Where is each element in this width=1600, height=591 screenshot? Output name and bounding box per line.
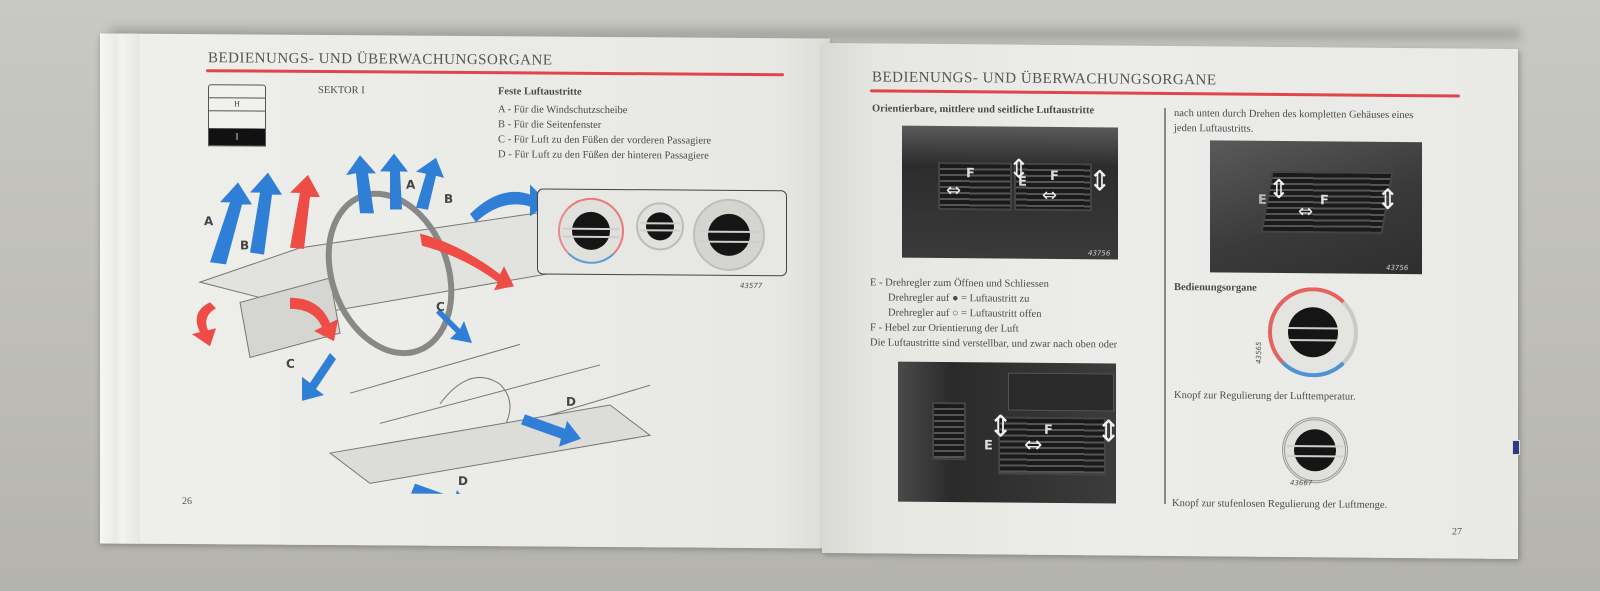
temperature-caption: Knopf zur Regulierung der Lufttemperatur…	[1174, 390, 1356, 403]
glovebox	[239, 277, 341, 359]
dashboard-airflow-illustration	[192, 153, 652, 496]
arrow-b-red	[192, 302, 216, 347]
airflow-arrows	[192, 153, 581, 496]
page-number-right: 27	[1452, 526, 1462, 538]
figure-code: 43667	[1290, 479, 1313, 488]
side-and-center-vents-photo: E F ⇔ ⇕ ⇕	[898, 361, 1116, 504]
double-arrow-icon: ⇔	[1298, 201, 1314, 223]
rotate-arrow-icon: ⇕	[1376, 182, 1400, 217]
vent-legend-item-b: B - Für die Seitenfenster	[498, 119, 602, 131]
temperature-knob-diagram	[1268, 286, 1358, 378]
sector-icon: H I	[208, 84, 266, 147]
seat-outline	[439, 376, 511, 435]
double-arrow-icon: ⇔	[1042, 184, 1058, 207]
arrow-a-blue	[346, 155, 376, 214]
label-d: D	[566, 394, 576, 409]
center-tunnel	[328, 404, 652, 484]
label-a: A	[204, 214, 214, 229]
airflow-knob	[636, 202, 684, 251]
continuation-text: nach unten durch Drehen des kompletten G…	[1174, 106, 1474, 139]
arrow-b-blue	[470, 184, 548, 223]
label-b: B	[444, 191, 454, 206]
rotate-arrow-icon: ⇕	[1268, 174, 1290, 206]
header-rule	[206, 69, 784, 77]
vent-description: E - Drehregler zum Öffnen und Schliessen…	[870, 275, 1117, 352]
rotate-arrow-icon: ⇕	[988, 409, 1014, 445]
label-f: F	[966, 166, 975, 182]
sector-row-selected: I	[209, 128, 265, 146]
arrow-a-blue	[416, 157, 444, 210]
double-arrow-icon: ⇔	[946, 180, 962, 202]
center-vents-photo: F E F ⇔ ⇔ ⇕ ⇕ 43756	[902, 125, 1118, 260]
label-a: A	[406, 177, 416, 192]
section-heading-fixed-vents: Feste Luftaustritte	[498, 86, 582, 98]
figure-code: 43565	[1255, 341, 1264, 364]
distribution-knob	[693, 198, 765, 272]
arrow-a-blue	[380, 153, 408, 210]
temperature-knob	[558, 197, 624, 265]
column-divider	[1164, 107, 1166, 504]
airflow-caption: Knopf zur stufenlosen Regulierung der Lu…	[1172, 498, 1388, 511]
arrow-a-red	[290, 174, 320, 249]
airflow-knob-diagram	[1282, 416, 1348, 484]
sector-row-blank	[209, 85, 265, 99]
sector-label: SEKTOR I	[318, 84, 365, 97]
arrow-c-red	[290, 297, 338, 342]
figure-code: 43577	[740, 281, 763, 291]
arrow-b-red	[420, 233, 514, 291]
arrow-a-blue	[250, 172, 282, 255]
rotate-arrow-icon: ⇕	[1008, 154, 1030, 185]
description-line-adjustable: Die Luftaustritte sind verstellbar, und …	[870, 337, 1118, 351]
label-c: C	[286, 356, 295, 371]
label-b: B	[240, 238, 250, 253]
rotate-arrow-icon: ⇕	[1088, 164, 1112, 198]
binding-edge	[100, 33, 140, 544]
side-vent-grille	[932, 401, 966, 461]
arrow-a-blue	[210, 182, 252, 265]
vent-legend-item-a: A - Für die Windschutzscheibe	[498, 104, 628, 117]
label-e: E	[1258, 192, 1267, 208]
page-tab-marker	[1512, 440, 1520, 455]
arrow-d-blue	[521, 414, 581, 447]
page-header-left: BEDIENUNGS- UND ÜBERWACHUNGSORGANE	[208, 50, 553, 69]
sector-row-blank-2	[209, 111, 265, 123]
sector-row-h: H	[209, 98, 265, 112]
control-panel-inset	[537, 188, 787, 277]
car-diagram-display	[1008, 372, 1114, 412]
label-d: D	[458, 473, 468, 489]
figure-code: 43756	[1386, 263, 1409, 273]
right-page: BEDIENUNGS- UND ÜBERWACHUNGSORGANE Orien…	[822, 42, 1518, 560]
page-number-left: 26	[182, 496, 192, 508]
figure-code: 43756	[1088, 249, 1111, 258]
arrow-c-blue	[436, 308, 472, 344]
arrow-d-blue	[411, 483, 471, 496]
left-page: BEDIENUNGS- UND ÜBERWACHUNGSORGANE H I S…	[100, 33, 830, 549]
section-heading-adjustable-vents: Orientierbare, mittlere und seitliche Lu…	[872, 103, 1095, 117]
continuation-line: jeden Luftaustritts.	[1174, 123, 1254, 135]
label-f: F	[1320, 193, 1329, 209]
vent-legend-item-c: C - Für Luft zu den Füßen der vorderen P…	[498, 134, 712, 147]
double-arrow-icon: ⇔	[1024, 432, 1043, 458]
label-c: C	[436, 299, 445, 314]
label-f: F	[1044, 422, 1053, 438]
controls-heading: Bedienungsorgane	[1174, 282, 1257, 294]
side-vent-photo: E F ⇔ ⇕ ⇕ 43756	[1210, 140, 1422, 275]
arrow-c-blue	[302, 353, 336, 401]
page-header-right: BEDIENUNGS- UND ÜBERWACHUNGSORGANE	[872, 69, 1217, 89]
label-f: F	[1050, 168, 1059, 185]
rotate-arrow-icon: ⇕	[1096, 414, 1116, 450]
header-rule	[870, 89, 1460, 98]
